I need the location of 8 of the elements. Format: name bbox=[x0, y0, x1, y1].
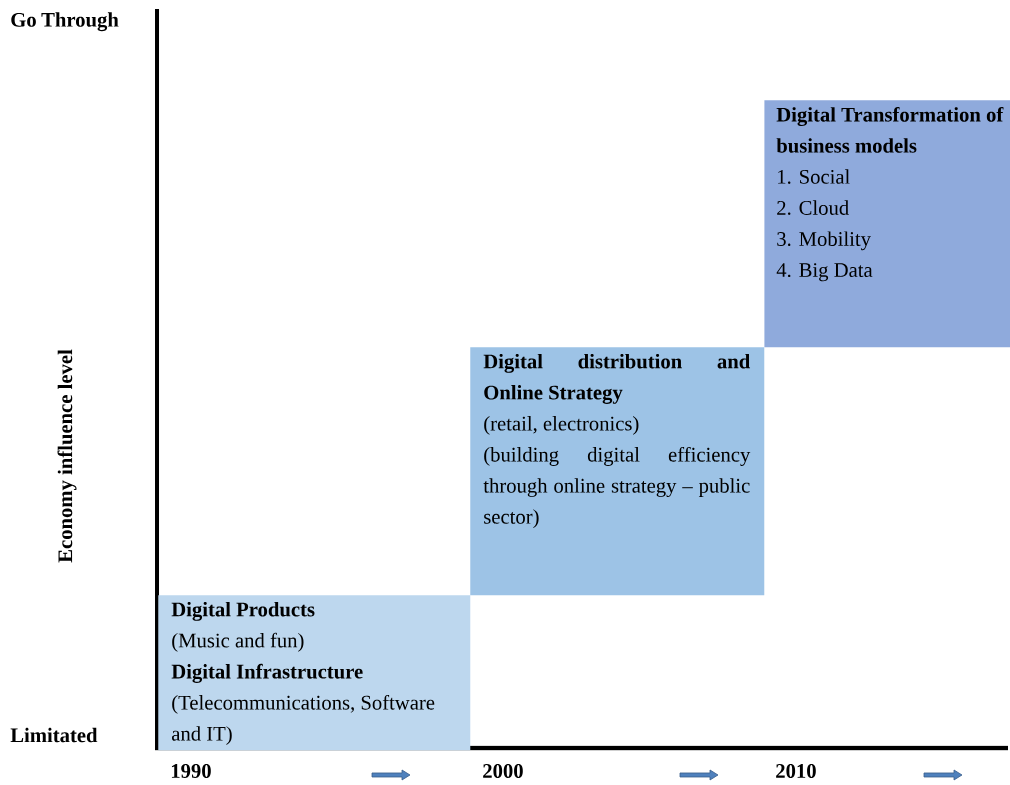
stage-box: Digital distribution and Online Strategy (retail, electronics) (building digital efficiency through online strategy – public sector) bbox=[470, 347, 765, 596]
year-label: 2000 bbox=[483, 764, 523, 778]
stage-box: Digital Transformation of business models 1. Social 2. Cloud 3. Mobility 4. Big Data bbox=[764, 100, 1010, 348]
axis-title: Economy influence level bbox=[57, 349, 77, 563]
year-label: 2010 bbox=[776, 764, 816, 778]
axis-label: Limitated bbox=[10, 727, 98, 743]
axis-label: Go Through bbox=[11, 12, 119, 32]
stage-box: Digital Products (Music and fun) Digital Infrastructure (Telecommunications, Software and IT) bbox=[158, 595, 471, 751]
